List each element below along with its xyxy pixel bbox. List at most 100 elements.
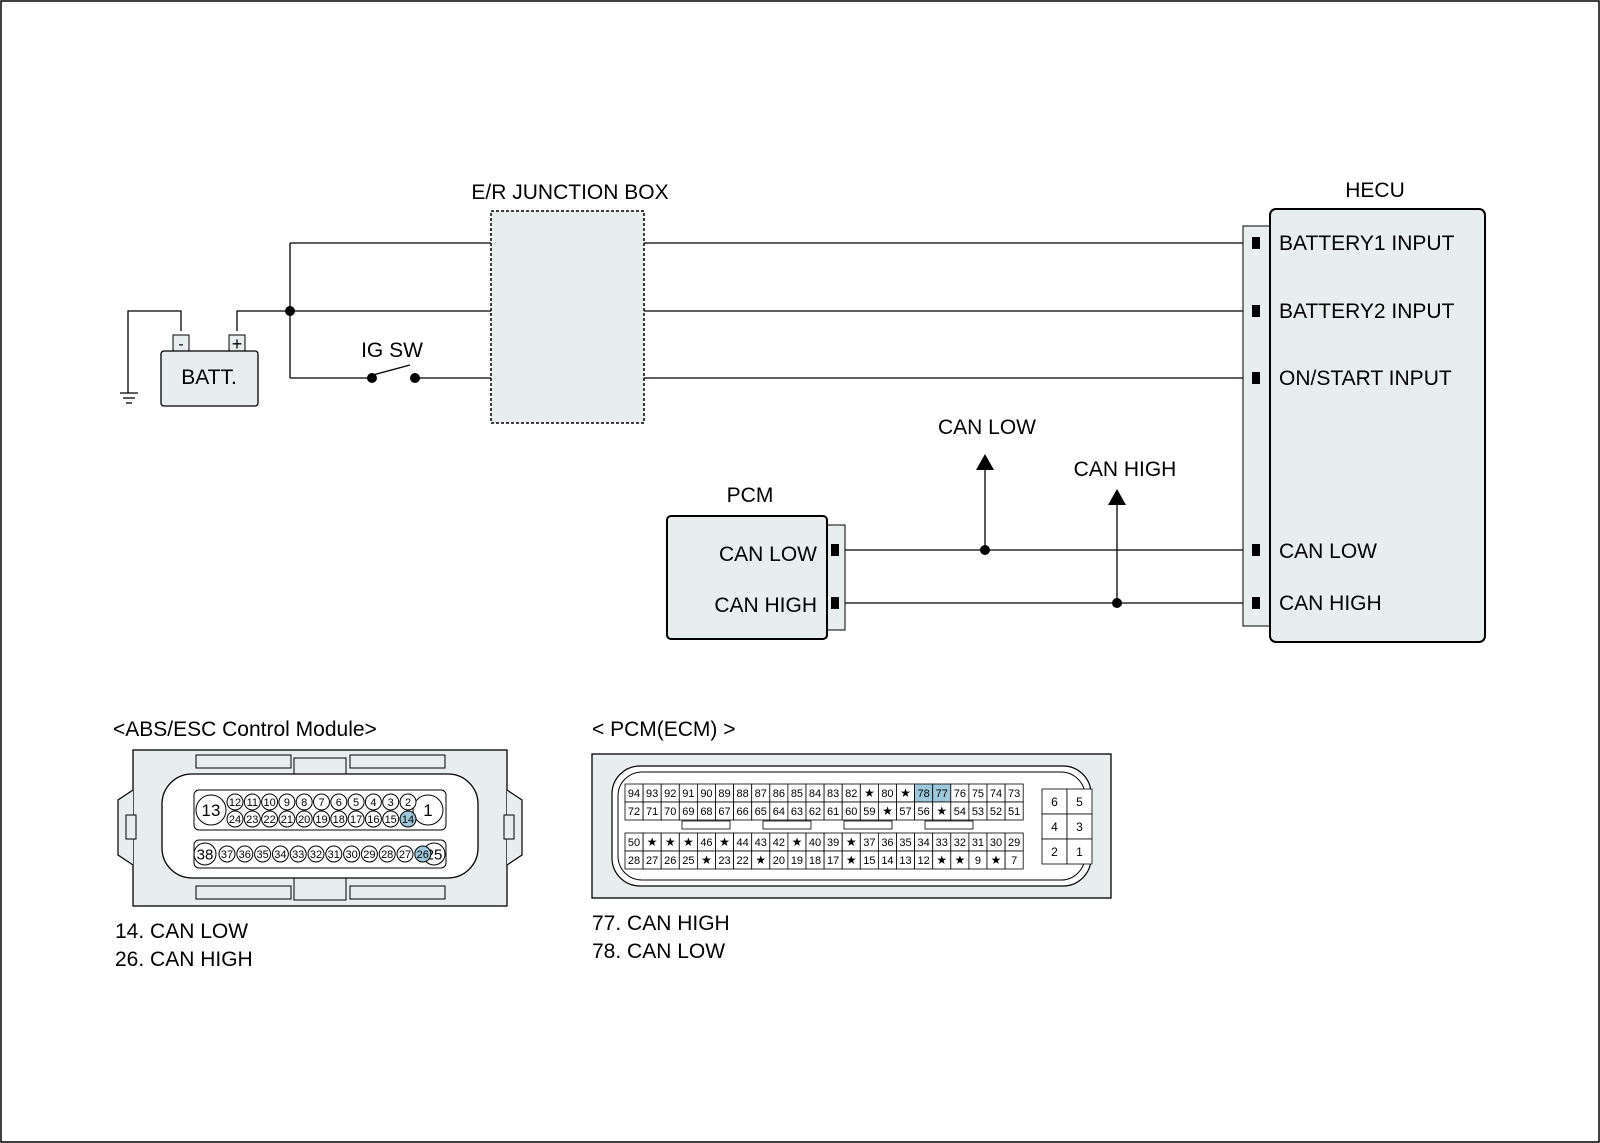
- pcm-pin-number: 65: [755, 806, 767, 818]
- pcm-pin: ★: [660, 832, 680, 852]
- abs-pin: 31: [325, 845, 343, 863]
- pcm-pin: ★: [678, 832, 698, 852]
- abs-pin-number: 37: [221, 849, 233, 861]
- pcm-side-pin: 6: [1041, 788, 1068, 815]
- pcm-pin: 44: [733, 832, 753, 852]
- pcm-pin-number: 17: [827, 855, 839, 867]
- pcm-pin-number: 69: [682, 806, 694, 818]
- abs-pin: 20: [295, 810, 313, 828]
- pcm-pin-number: 19: [791, 855, 803, 867]
- pcm-pin: 39: [823, 832, 843, 852]
- pcm-pin: 89: [715, 783, 735, 803]
- pcm-key-tab: [843, 820, 893, 830]
- pcm-pin-number: 78: [918, 788, 930, 800]
- pcm-pin-number: 91: [682, 788, 694, 800]
- pcm-pin-number: 28: [628, 855, 640, 867]
- abs-pin-number: 31: [328, 849, 340, 861]
- abs-pin-number: 15: [385, 814, 397, 826]
- abs-pin-number: 4: [370, 797, 376, 809]
- pcm-pin: 59: [859, 801, 879, 821]
- abs-pin: 13: [195, 794, 227, 826]
- abs-pin: 34: [271, 845, 289, 863]
- pcm-side-pin: 5: [1066, 788, 1093, 815]
- pcm-key-tab: [681, 820, 731, 830]
- pcm-pin: 35: [896, 832, 916, 852]
- pcm-pin-number: ★: [792, 835, 803, 849]
- ig-switch-label: IG SW: [361, 339, 423, 362]
- pcm-pin-number: 13: [899, 855, 911, 867]
- pcm-pin: 77: [932, 783, 952, 803]
- pcm-note-can-high: 77. CAN HIGH: [592, 912, 730, 935]
- pcm-pin-number: 93: [646, 788, 658, 800]
- can-high-arrow-label: CAN HIGH: [1074, 458, 1177, 481]
- pcm-pin-can-high: CAN HIGH: [714, 594, 817, 617]
- pcm-pin: ★: [642, 832, 662, 852]
- abs-pin: 17: [347, 810, 365, 828]
- abs-pin: 26: [414, 845, 432, 863]
- abs-pin: 27: [396, 845, 414, 863]
- abs-pin: 6: [330, 793, 348, 811]
- pcm-pin: 94: [624, 783, 644, 803]
- abs-pin-number: 24: [229, 814, 241, 826]
- pcm-pin: 12: [914, 850, 934, 870]
- pcm-pin: 13: [896, 850, 916, 870]
- pcm-pin: 93: [642, 783, 662, 803]
- pcm-pin: 27: [642, 850, 662, 870]
- pcm-pin: 64: [769, 801, 789, 821]
- pcm-pin-number: 18: [809, 855, 821, 867]
- abs-pin-number: 13: [202, 801, 221, 820]
- abs-pin: 19: [313, 810, 330, 828]
- hecu-pin-can-low: CAN LOW: [1279, 540, 1377, 563]
- abs-pin-number: 16: [367, 814, 379, 826]
- abs-connector-title: <ABS/ESC Control Module>: [113, 718, 377, 741]
- pcm-pin: 52: [986, 801, 1006, 821]
- pcm-pin-number: 43: [755, 837, 767, 849]
- pcm-pin-number: 77: [936, 788, 948, 800]
- abs-pin-number: 23: [246, 814, 258, 826]
- pcm-pin: 67: [715, 801, 735, 821]
- abs-pin-number: 22: [263, 814, 275, 826]
- pcm-pin-number: 31: [972, 837, 984, 849]
- abs-pin: 5: [347, 793, 365, 811]
- pcm-pin-number: 29: [1008, 837, 1020, 849]
- abs-pin: 9: [278, 793, 296, 811]
- pcm-pin-number: 88: [737, 788, 749, 800]
- pcm-pin: 86: [769, 783, 789, 803]
- abs-pin-number: 14: [402, 814, 414, 826]
- pcm-pin: 82: [841, 783, 861, 803]
- pcm-pin-number: 74: [990, 788, 1002, 800]
- pcm-pin: 46: [697, 832, 716, 852]
- pcm-pin-number: 27: [646, 855, 658, 867]
- pcm-pin-number: 42: [773, 837, 785, 849]
- pcm-pin: 30: [986, 832, 1006, 852]
- pcm-pin: 61: [823, 801, 843, 821]
- pcm-pin-number: 73: [1008, 788, 1020, 800]
- pcm-side-pin-number: 2: [1051, 845, 1058, 859]
- pcm-pin: 14: [878, 850, 897, 870]
- pcm-pin-number: 68: [700, 806, 712, 818]
- pcm-pin-number: ★: [683, 835, 694, 849]
- abs-pin-number: 21: [281, 814, 293, 826]
- pcm-pin-number: 40: [809, 837, 821, 849]
- abs-pin: 7: [313, 793, 330, 811]
- abs-pin-number: 8: [301, 797, 307, 809]
- pcm-pin: 32: [950, 832, 970, 852]
- abs-note-can-high: 26. CAN HIGH: [115, 948, 253, 971]
- pcm-connector-strip: [825, 524, 846, 631]
- pcm-pin: ★: [950, 850, 970, 870]
- pcm-pin-number: 90: [700, 788, 712, 800]
- pcm-pin-number: 89: [718, 788, 730, 800]
- pcm-pin: 66: [733, 801, 753, 821]
- pcm-module: [666, 515, 828, 640]
- pcm-pin-number: ★: [846, 853, 857, 867]
- arrow-up-icon: [976, 454, 994, 470]
- pcm-pin-number: 25: [682, 855, 694, 867]
- pcm-pin: 57: [896, 801, 916, 821]
- pcm-pin-number: 85: [791, 788, 803, 800]
- pcm-pin: 70: [660, 801, 680, 821]
- pcm-pin-number: 59: [863, 806, 875, 818]
- pcm-pin: 84: [805, 783, 825, 803]
- pcm-pin-number: ★: [864, 786, 875, 800]
- pcm-pin: ★: [841, 850, 861, 870]
- pcm-pin: 51: [1004, 801, 1024, 821]
